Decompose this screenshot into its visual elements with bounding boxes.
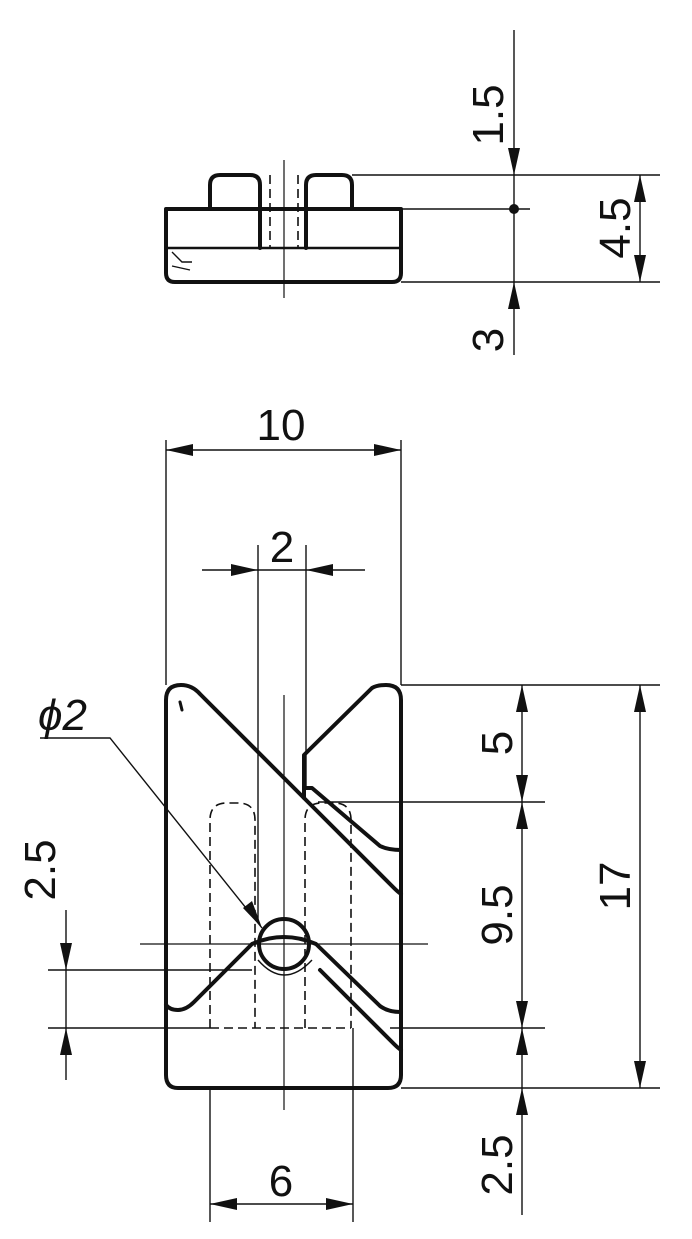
arrow-2-left	[231, 564, 258, 576]
front-view-middle-diagonal	[302, 796, 403, 896]
arrow-6-left	[210, 1198, 237, 1210]
front-view-lower-diagonal	[318, 968, 403, 1052]
arrow-5-top	[516, 685, 528, 712]
arrow-95-top	[516, 802, 528, 829]
arrow-side-right-top	[634, 175, 646, 202]
side-view-right-lug	[304, 173, 354, 250]
arrow-side-bottom	[508, 282, 520, 309]
dim-label-slot-width: 2	[270, 523, 294, 572]
arrow-17-bottom	[634, 1061, 646, 1088]
side-view-base	[164, 207, 403, 284]
side-view-chamfer	[171, 251, 192, 271]
front-view-hidden-slot-right	[304, 802, 352, 1028]
dim-label-hole-offset: 2.5	[16, 839, 65, 900]
arrow-25b-top	[516, 1028, 528, 1055]
front-view-tick-mark	[178, 700, 184, 712]
side-view: 1.5 4.5 3	[164, 30, 660, 355]
side-view-left-lug	[208, 173, 262, 250]
front-view-upper-diagonal	[302, 786, 403, 852]
dim-label-v-top: 5	[473, 731, 522, 755]
dim-label-hole: ϕ2	[38, 691, 87, 740]
arrow-hole-leader	[243, 901, 262, 928]
front-view-outline	[164, 683, 403, 1090]
arrow-25-top	[60, 943, 72, 970]
dim-label-side-top: 1.5	[464, 84, 513, 145]
dim-label-v-middle: 9.5	[473, 884, 522, 945]
arrow-25-bottom	[60, 1028, 72, 1055]
front-view: 10 2 ϕ2 2.5 5 9.5 2.5	[16, 401, 660, 1222]
dim-label-total-height: 17	[591, 862, 640, 911]
arrow-6-right	[326, 1198, 353, 1210]
arrow-2-right	[306, 564, 333, 576]
hole-leader-line	[40, 737, 263, 929]
dim-label-hidden-width: 6	[269, 1157, 293, 1206]
arrow-25b-bottom	[516, 1088, 528, 1115]
dim-label-side-bottom: 3	[464, 328, 513, 352]
arrow-95-bottom	[516, 1001, 528, 1028]
front-view-hidden-slot	[209, 802, 256, 1028]
arrow-17-top	[634, 685, 646, 712]
arrow-10-right	[374, 444, 401, 456]
arrow-side-right-bottom	[634, 255, 646, 282]
dim-label-bottom-gap: 2.5	[473, 1134, 522, 1195]
dim-label-side-height: 4.5	[591, 197, 640, 258]
arrow-10-left	[166, 444, 193, 456]
dim-label-width: 10	[257, 401, 306, 450]
arrow-side-top	[508, 148, 520, 175]
dim-dot-side	[509, 204, 519, 214]
arrow-5-bottom	[516, 775, 528, 802]
